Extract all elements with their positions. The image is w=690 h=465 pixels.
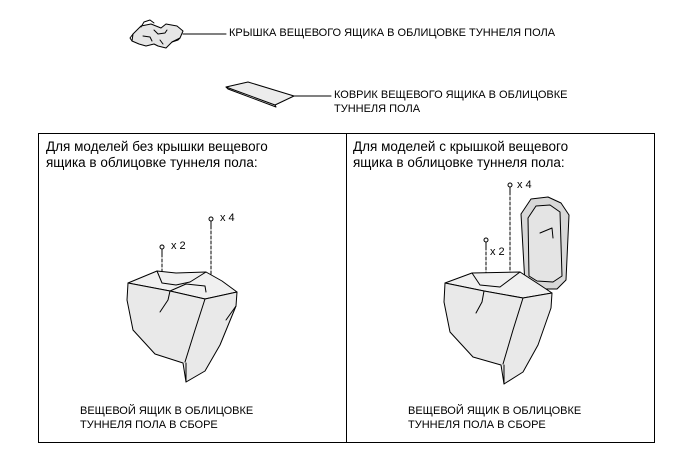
left-assembly-label-line2: ТУННЕЛЯ ПОЛА В СБОРЕ: [80, 419, 218, 431]
left-qty-large: x 4: [220, 212, 235, 224]
right-assembly-label-line1: ВЕЩЕВОЙ ЯЩИК В ОБЛИЦОВКЕ: [408, 405, 582, 417]
right-panel-title-line2: ящика в облицовке туннеля пола:: [353, 155, 565, 170]
left-assembly-drawing: [126, 216, 238, 383]
right-assembly-drawing: [443, 182, 570, 385]
mat-label-line2: ТУННЕЛЯ ПОЛА: [334, 103, 421, 115]
right-panel-frame: [346, 133, 655, 443]
left-assembly-label-line1: ВЕЩЕВОЙ ЯЩИК В ОБЛИЦОВКЕ: [80, 405, 254, 417]
right-qty-small: x 2: [490, 246, 505, 258]
left-panel-title-line2: ящика в облицовке туннеля пола:: [46, 155, 258, 170]
right-qty-large: x 4: [517, 179, 532, 191]
lid-label: КРЫШКА ВЕЩЕВОГО ЯЩИКА В ОБЛИЦОВКЕ ТУННЕЛ…: [229, 27, 556, 39]
mat-part-drawing: [225, 81, 332, 108]
lid-part-drawing: [129, 19, 227, 49]
left-qty-small: x 2: [171, 240, 186, 252]
right-panel-title-line1: Для моделей с крышкой вещевого: [353, 139, 569, 154]
mat-label-line1: КОВРИК ВЕЩЕВОГО ЯЩИКА В ОБЛИЦОВКЕ: [334, 89, 568, 101]
right-assembly-label-line2: ТУННЕЛЯ ПОЛА В СБОРЕ: [408, 419, 546, 431]
left-panel-title-line1: Для моделей без крышки вещевого: [46, 139, 268, 154]
